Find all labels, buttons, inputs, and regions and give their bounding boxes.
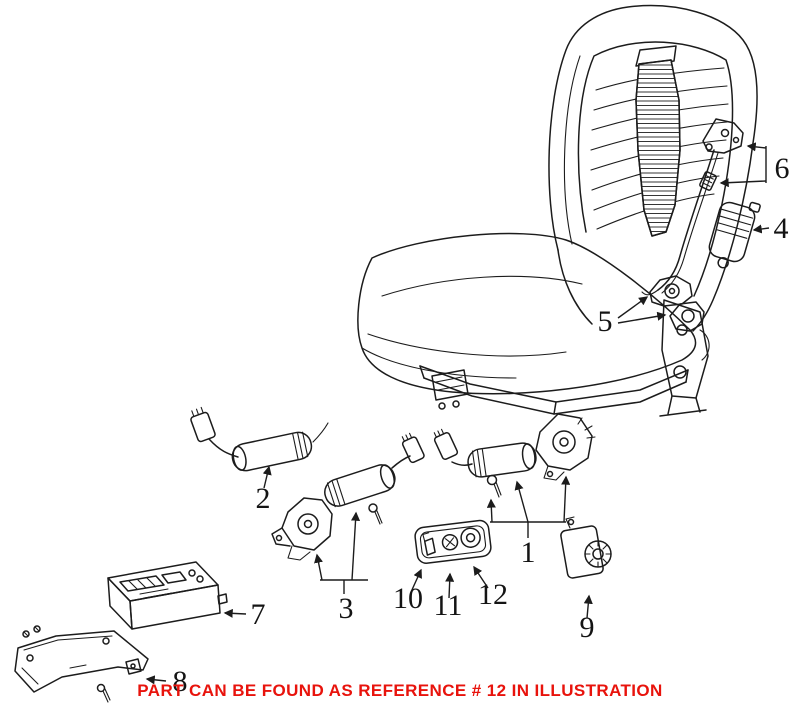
callout-label-3: 3 [339,592,354,625]
callout-7: 7 [223,598,266,631]
callout-3: 3 [314,511,368,625]
part5-drive-gearboxes [649,275,705,332]
callout-4: 4 [752,212,789,245]
seat-cushion-illustration [357,232,697,395]
part3-motor-assembly [271,432,425,561]
callout-label-6: 6 [775,152,790,185]
seat-frame-illustration [419,299,710,417]
callout-label-7: 7 [251,598,266,631]
callout-6: 6 [719,142,790,188]
callout-label-8: 8 [173,665,188,698]
part9-gear-actuator [560,516,612,579]
callout-1: 1 [486,475,571,569]
callout-label-9: 9 [580,611,595,644]
seat-switch-panel [414,519,492,564]
callout-label-2: 2 [256,482,271,515]
callout-label-1: 1 [521,536,536,569]
callout-12: 12 [473,565,508,611]
callout-label-11: 11 [434,589,463,622]
part4-lumbar-motor [708,201,761,269]
callout-label-4: 4 [774,212,789,245]
reference-notice: PART CAN BE FOUND AS REFERENCE # 12 IN I… [137,681,663,700]
callout-8: 8 [145,665,188,698]
callout-9: 9 [580,594,595,644]
lumbar-actuator-strip [635,45,681,237]
callout-label-12: 12 [478,578,508,611]
part6-cable-connector [699,171,717,191]
part8-mounting-bracket [14,625,149,703]
callout-5: 5 [598,296,667,338]
callouts: 1 2 3 4 5 6 7 [145,142,790,698]
callout-2: 2 [256,465,272,515]
callout-11: 11 [434,572,463,622]
part1-motor-assembly [433,413,596,498]
callout-10: 10 [393,568,423,615]
part7-control-module [107,561,228,630]
callout-label-10: 10 [393,582,423,615]
part6-cable-bracket [702,118,744,154]
part2-seat-motor [190,406,329,472]
wiring-harness-cable [641,149,719,296]
callout-label-5: 5 [598,305,613,338]
